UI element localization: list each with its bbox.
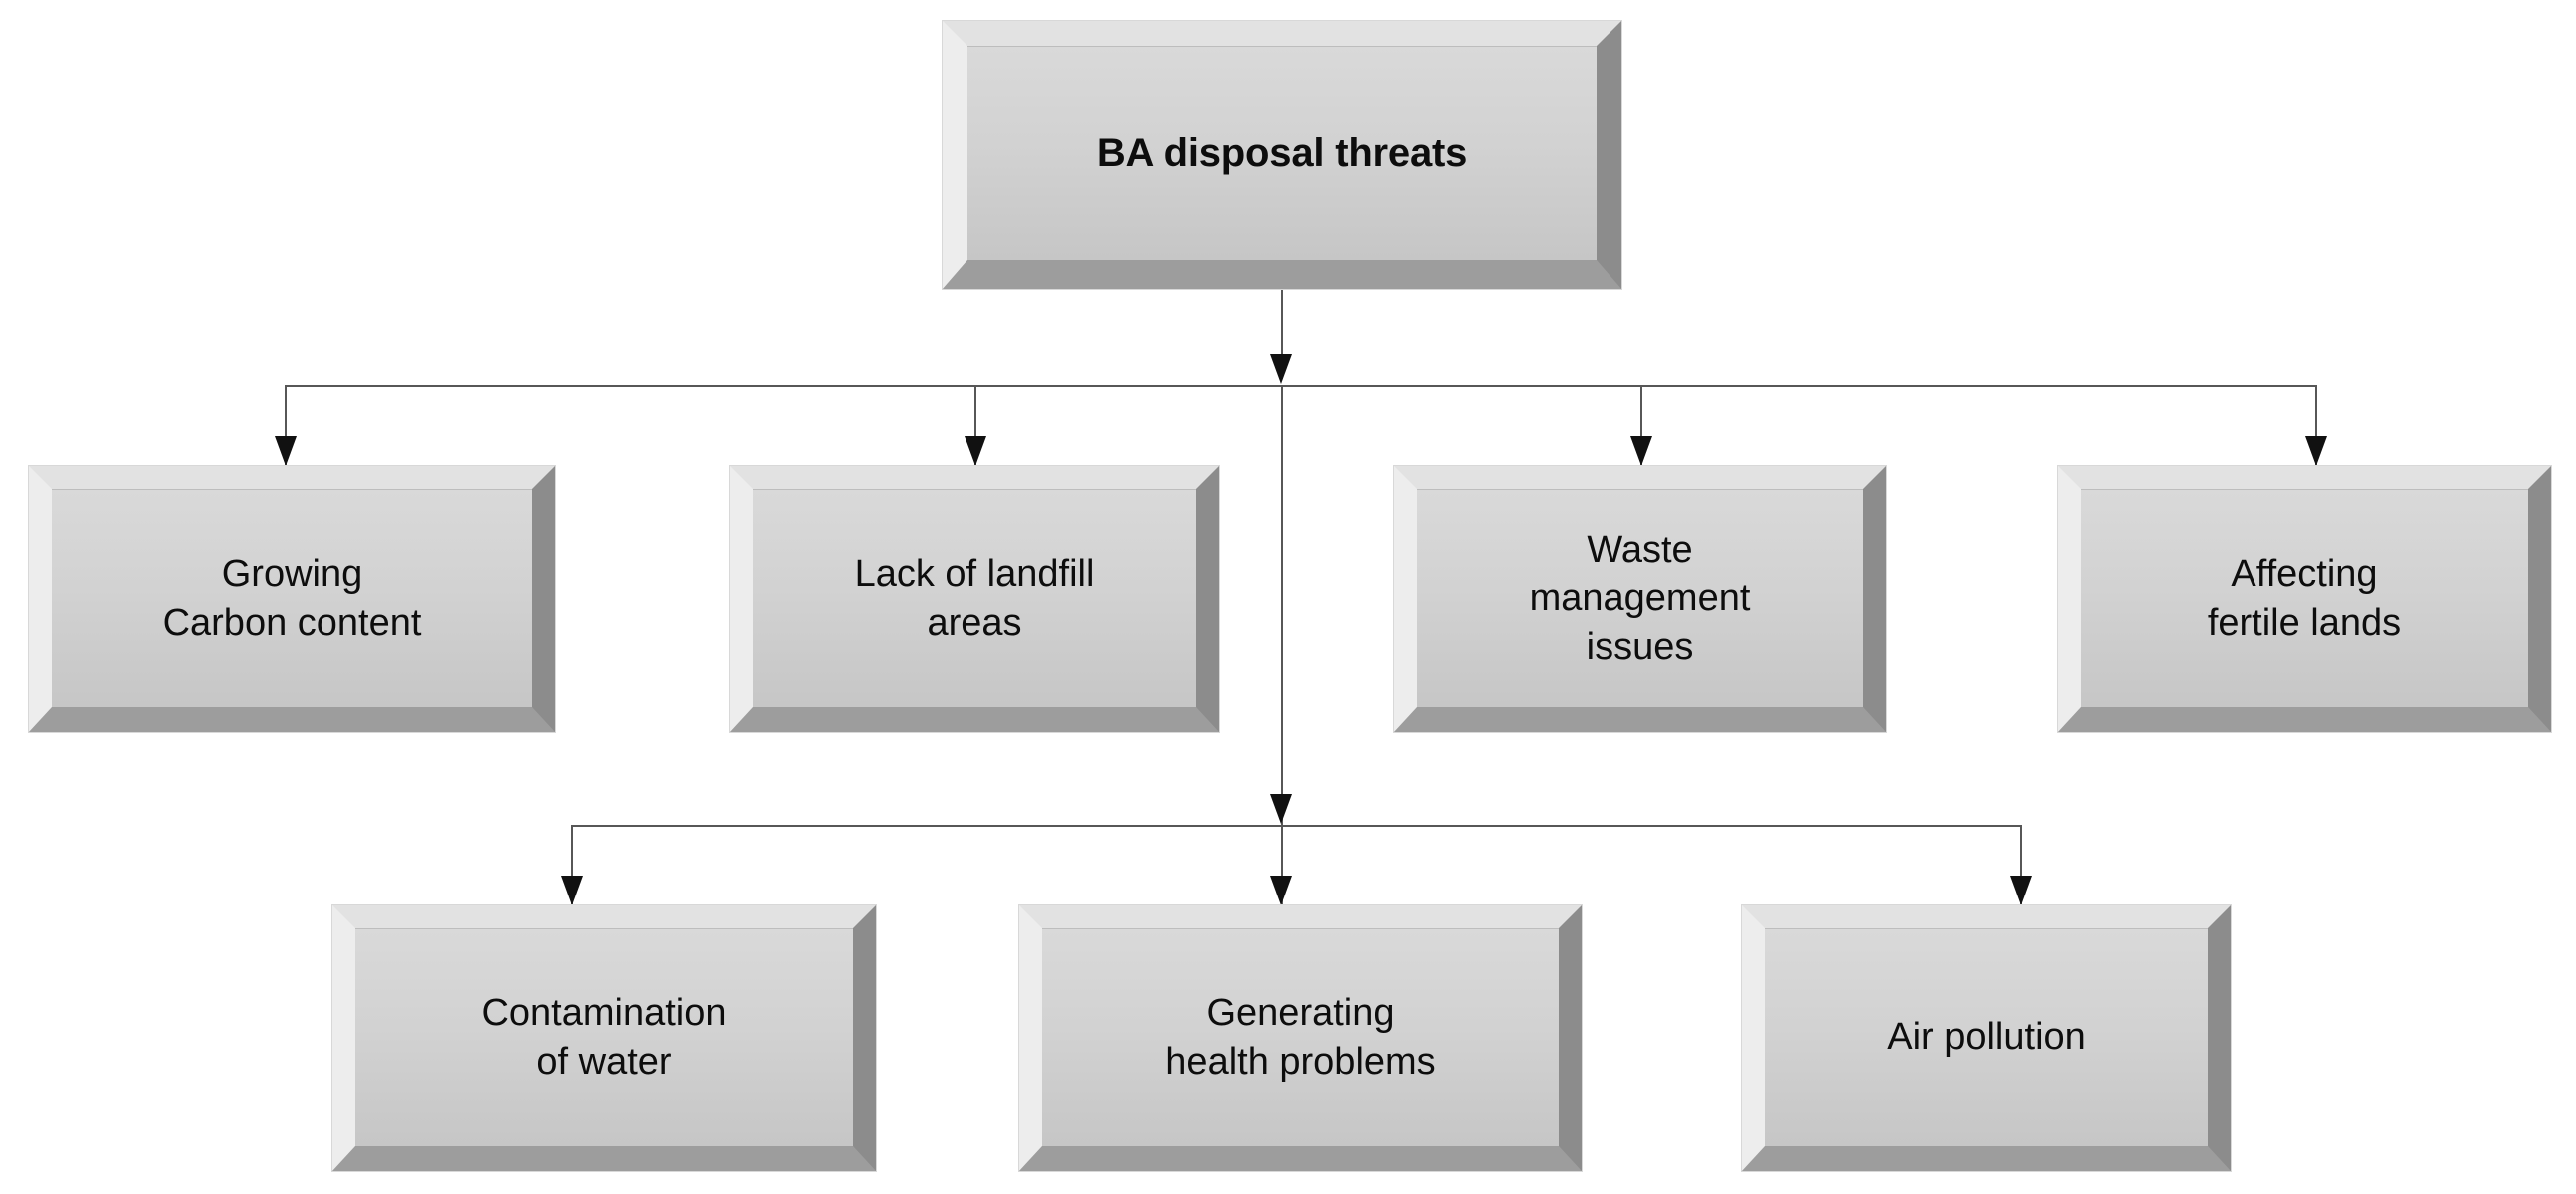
node-label: Generating health problems: [1165, 989, 1435, 1086]
node-growing-carbon-content[interactable]: Growing Carbon content: [28, 465, 556, 733]
node-label-line1: Air pollution: [1887, 1016, 2086, 1059]
connector-root-stem: [1281, 290, 1283, 379]
connector-center-stem-row2: [1281, 385, 1283, 825]
node-label: Affecting fertile lands: [2208, 550, 2401, 647]
node-face: Waste management issues: [1417, 489, 1863, 707]
node-lack-of-landfill-areas[interactable]: Lack of landfill areas: [729, 465, 1220, 733]
node-label-line2: management: [1529, 577, 1751, 620]
node-label: Air pollution: [1887, 1013, 2086, 1062]
node-contamination-of-water[interactable]: Contamination of water: [331, 904, 877, 1172]
arrow-row2-3-icon: [2010, 876, 2032, 905]
node-bevel: [1393, 465, 1887, 733]
node-label: Lack of landfill areas: [855, 550, 1095, 647]
node-bevel: [729, 465, 1220, 733]
node-face: Affecting fertile lands: [2081, 489, 2528, 707]
node-label-line1: Waste: [1587, 528, 1693, 571]
node-label-line1: Affecting: [2231, 552, 2378, 595]
node-label-line2: health problems: [1165, 1040, 1436, 1083]
connector-drop-row1-2: [974, 385, 976, 465]
arrow-row1-4-icon: [2305, 436, 2327, 466]
node-bevel: [1741, 904, 2232, 1172]
arrow-row1-1-icon: [275, 436, 297, 466]
node-bevel: [2057, 465, 2552, 733]
node-label-line1: Lack of landfill: [854, 552, 1095, 595]
node-face: Lack of landfill areas: [753, 489, 1196, 707]
node-affecting-fertile-lands[interactable]: Affecting fertile lands: [2057, 465, 2552, 733]
node-bevel: [942, 20, 1622, 290]
node-face: Generating health problems: [1042, 928, 1559, 1146]
node-face: Contamination of water: [355, 928, 853, 1146]
connector-drop-row1-1: [285, 385, 287, 465]
connector-drop-row2-1: [571, 825, 573, 904]
node-ba-disposal-threats[interactable]: BA disposal threats: [942, 20, 1622, 290]
arrow-row2-2-icon: [1270, 876, 1292, 905]
node-label-line1: Growing: [221, 552, 363, 595]
node-label-line2: Carbon content: [162, 601, 422, 644]
node-generating-health-problems[interactable]: Generating health problems: [1018, 904, 1583, 1172]
connector-bus-row2: [571, 825, 2021, 827]
node-face: BA disposal threats: [967, 46, 1597, 260]
node-label-line2: fertile lands: [2207, 601, 2402, 644]
connector-drop-row1-4: [2315, 385, 2317, 465]
node-label: Waste management issues: [1530, 526, 1751, 672]
node-label-line2: of water: [536, 1040, 672, 1083]
connector-drop-row2-2: [1281, 825, 1283, 904]
node-label-line1: Generating: [1206, 991, 1395, 1034]
node-bevel: [331, 904, 877, 1172]
node-bevel: [1018, 904, 1583, 1172]
node-label: BA disposal threats: [1096, 130, 1468, 175]
arrow-row2-1-icon: [561, 876, 583, 905]
node-label-line2: areas: [927, 601, 1022, 644]
node-bevel: [28, 465, 556, 733]
node-label: Contamination of water: [481, 989, 726, 1086]
arrow-root-to-bus1-icon: [1270, 354, 1292, 384]
node-face: Growing Carbon content: [52, 489, 532, 707]
node-waste-management-issues[interactable]: Waste management issues: [1393, 465, 1887, 733]
connector-drop-row2-3: [2020, 825, 2022, 904]
node-air-pollution[interactable]: Air pollution: [1741, 904, 2232, 1172]
connector-drop-row1-3: [1640, 385, 1642, 465]
arrow-row1-3-icon: [1630, 436, 1652, 466]
connector-bus-row1: [285, 385, 2317, 387]
node-label-line1: Contamination: [481, 991, 727, 1034]
node-label: Growing Carbon content: [163, 550, 422, 647]
node-label-line3: issues: [1586, 625, 1694, 668]
arrow-center-to-bus2-icon: [1270, 794, 1292, 824]
arrow-row1-2-icon: [965, 436, 986, 466]
node-face: Air pollution: [1765, 928, 2208, 1146]
